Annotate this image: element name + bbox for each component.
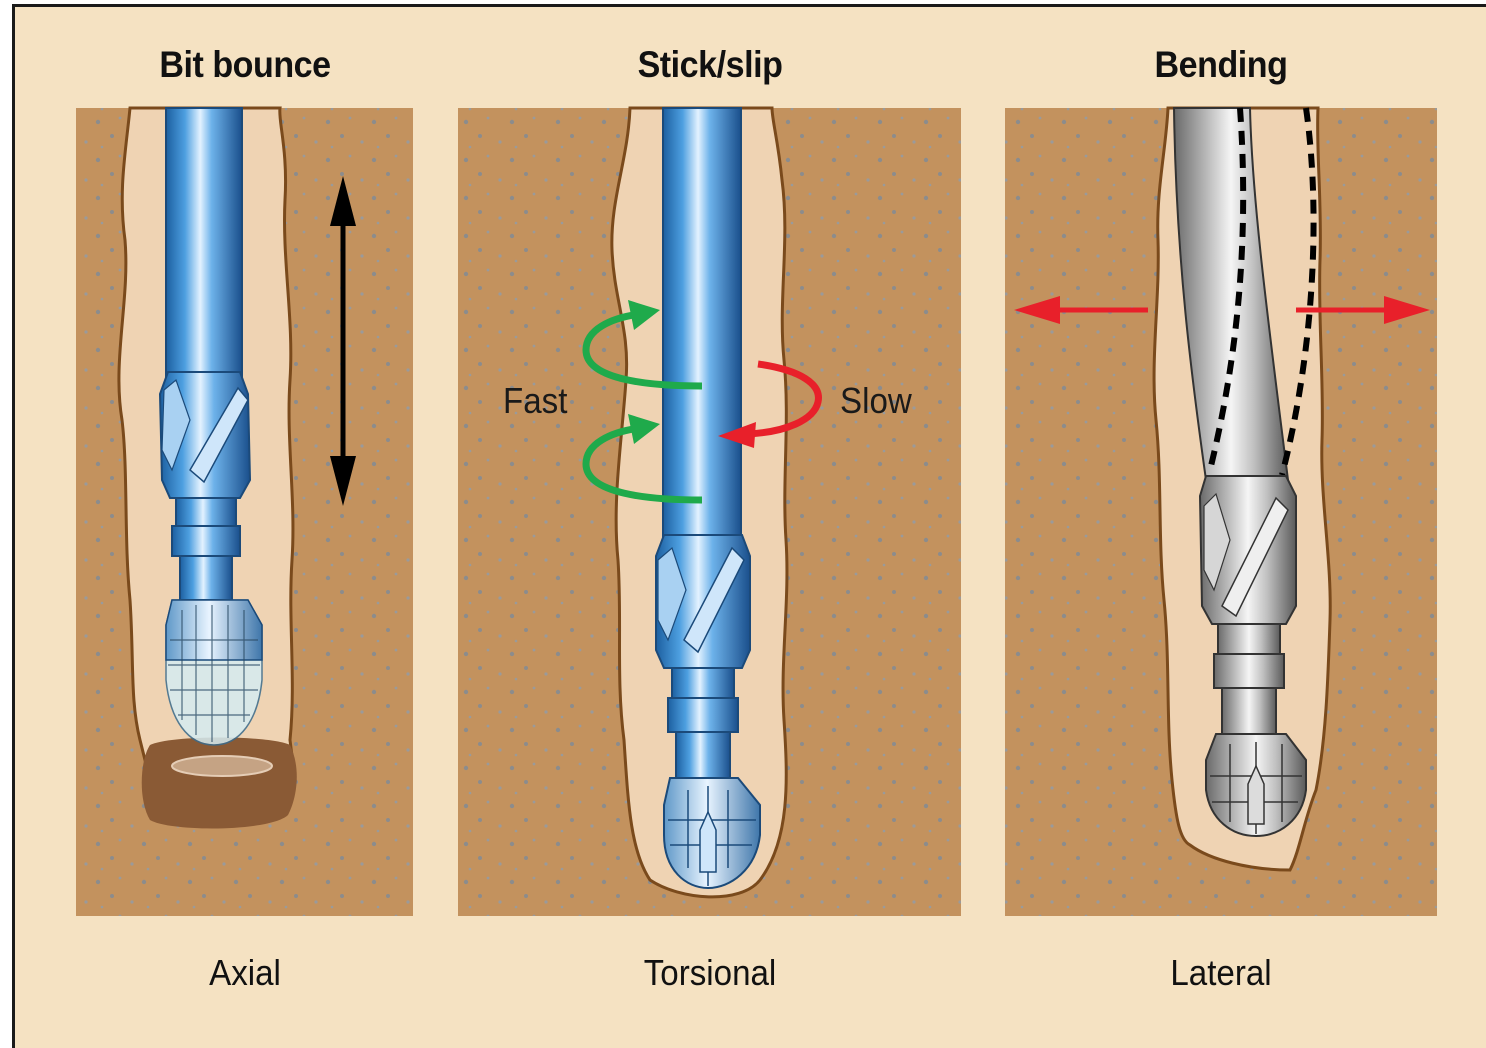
panel-bit-bounce <box>76 108 413 916</box>
panel-title-bending: Bending <box>1037 44 1405 86</box>
label-slow: Slow <box>840 380 912 422</box>
panel-title-bit-bounce: Bit bounce <box>61 44 429 86</box>
drill-pipe <box>663 108 741 540</box>
panel-caption-torsional: Torsional <box>526 952 894 994</box>
drill-pipe <box>166 108 242 380</box>
label-fast: Fast <box>503 380 567 422</box>
cutting-pit <box>142 738 297 829</box>
panel-bending <box>1005 108 1437 916</box>
panel-caption-axial: Axial <box>61 952 429 994</box>
panel-title-stick-slip: Stick/slip <box>526 44 894 86</box>
panel-caption-lateral: Lateral <box>1037 952 1405 994</box>
panel-stick-slip <box>458 108 961 916</box>
